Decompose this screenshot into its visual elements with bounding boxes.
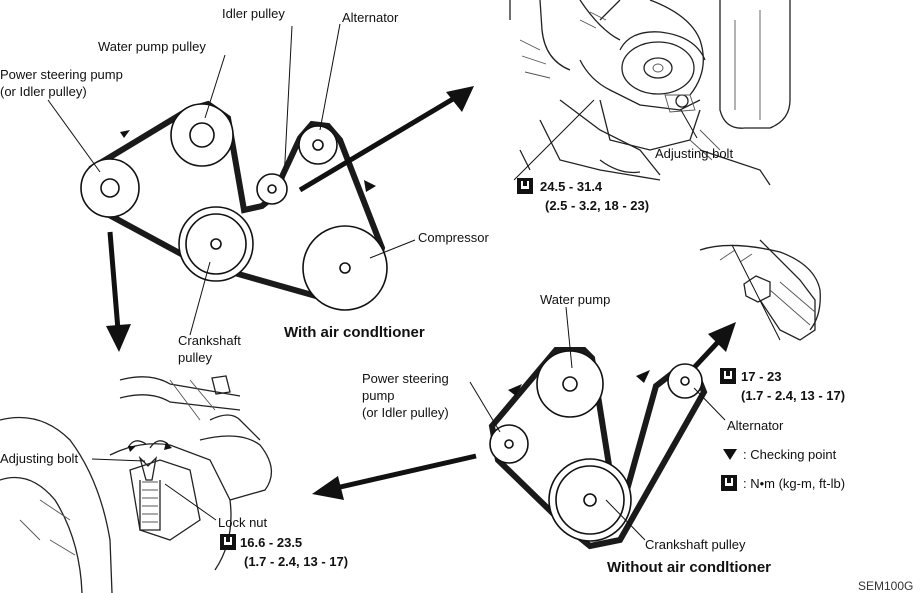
label-crankshaft-pulley: Crankshaft pulley bbox=[645, 537, 746, 552]
compressor-pulley-with-ac bbox=[302, 225, 388, 311]
torque-wrench-icon bbox=[517, 178, 533, 194]
label-lock-nut: Lock nut bbox=[218, 515, 268, 530]
label-ps-line1: Power steering bbox=[362, 371, 449, 386]
top-detail-sketch: Adjusting bolt 24.5 - 31.4 (2.5 - 3.2, 1… bbox=[509, 0, 791, 213]
legend: : Checking point : N•m (kg-m, ft-lb) bbox=[721, 447, 845, 491]
alternator-pulley-without-ac bbox=[667, 363, 703, 399]
checking-point-mark bbox=[120, 130, 130, 138]
label-ps-pump-line1: Power steering pump bbox=[0, 67, 123, 82]
torque-wrench-icon bbox=[220, 534, 236, 550]
caption-without-ac: Without air condltioner bbox=[607, 559, 771, 576]
checking-point-mark bbox=[636, 370, 650, 383]
torque-top-line1: 24.5 - 31.4 bbox=[540, 179, 603, 194]
label-adjusting-bolt-top: Adjusting bolt bbox=[655, 146, 733, 161]
legend-torque-unit: : N•m (kg-m, ft-lb) bbox=[743, 476, 845, 491]
figure-code: SEM100G bbox=[858, 579, 913, 593]
left-detail-sketch: Adjusting bolt Lock nut 16.6 - 23.5 (1.7… bbox=[0, 375, 348, 593]
torque-left-line1: 16.6 - 23.5 bbox=[240, 535, 302, 550]
label-water-pump: Water pump bbox=[540, 292, 610, 307]
label-compressor: Compressor bbox=[418, 230, 489, 245]
right-detail-sketch bbox=[699, 239, 821, 341]
ps-pump-pulley-without-ac bbox=[489, 424, 529, 464]
crankshaft-pulley-without-ac bbox=[548, 458, 632, 542]
legend-checking-point: : Checking point bbox=[743, 447, 837, 462]
checking-point-legend-icon bbox=[723, 449, 737, 460]
torque-top-line2: (2.5 - 3.2, 18 - 23) bbox=[545, 198, 649, 213]
label-water-pump-pulley: Water pump pulley bbox=[98, 39, 206, 54]
arrow-to-right-detail bbox=[688, 322, 736, 374]
label-ps-line2: pump bbox=[362, 388, 395, 403]
arrow-to-left-detail bbox=[106, 231, 131, 352]
torque-left-line2: (1.7 - 2.4, 13 - 17) bbox=[244, 554, 348, 569]
label-ps-line3: (or Idler pulley) bbox=[362, 405, 449, 420]
label-alternator-with-ac: Alternator bbox=[342, 10, 399, 25]
without-ac-diagram: Water pump Power steering pump (or Idler… bbox=[362, 292, 784, 576]
checking-point-mark bbox=[508, 384, 522, 396]
right-detail-torque: 17 - 23 (1.7 - 2.4, 13 - 17) bbox=[720, 368, 845, 403]
arrow-to-lower-left-detail bbox=[312, 453, 477, 500]
label-crankshaft-line1: Crankshaft bbox=[178, 333, 241, 348]
label-adjusting-bolt-left: Adjusting bolt bbox=[0, 451, 78, 466]
torque-wrench-icon bbox=[720, 368, 736, 384]
label-crankshaft-line2: pulley bbox=[178, 350, 212, 365]
water-pump-pulley-without-ac bbox=[536, 350, 604, 418]
crankshaft-pulley-with-ac bbox=[178, 206, 254, 282]
with-ac-diagram: Idler pulley Alternator Water pump pulle… bbox=[0, 6, 489, 365]
label-ps-pump-line2: (or Idler pulley) bbox=[0, 84, 87, 99]
torque-wrench-icon bbox=[721, 475, 737, 491]
alternator-pulley-with-ac bbox=[298, 125, 338, 165]
label-idler-pulley: Idler pulley bbox=[222, 6, 285, 21]
torque-right-line1: 17 - 23 bbox=[741, 369, 781, 384]
arrow-to-top-detail bbox=[298, 86, 474, 193]
ps-pump-pulley-with-ac bbox=[80, 158, 140, 218]
checking-point-mark bbox=[364, 180, 376, 192]
idler-pulley-with-ac bbox=[256, 173, 288, 205]
caption-with-ac: With air condltioner bbox=[284, 324, 425, 341]
label-alternator-without-ac: Alternator bbox=[727, 418, 784, 433]
torque-right-line2: (1.7 - 2.4, 13 - 17) bbox=[741, 388, 845, 403]
water-pump-pulley-with-ac bbox=[170, 103, 234, 167]
